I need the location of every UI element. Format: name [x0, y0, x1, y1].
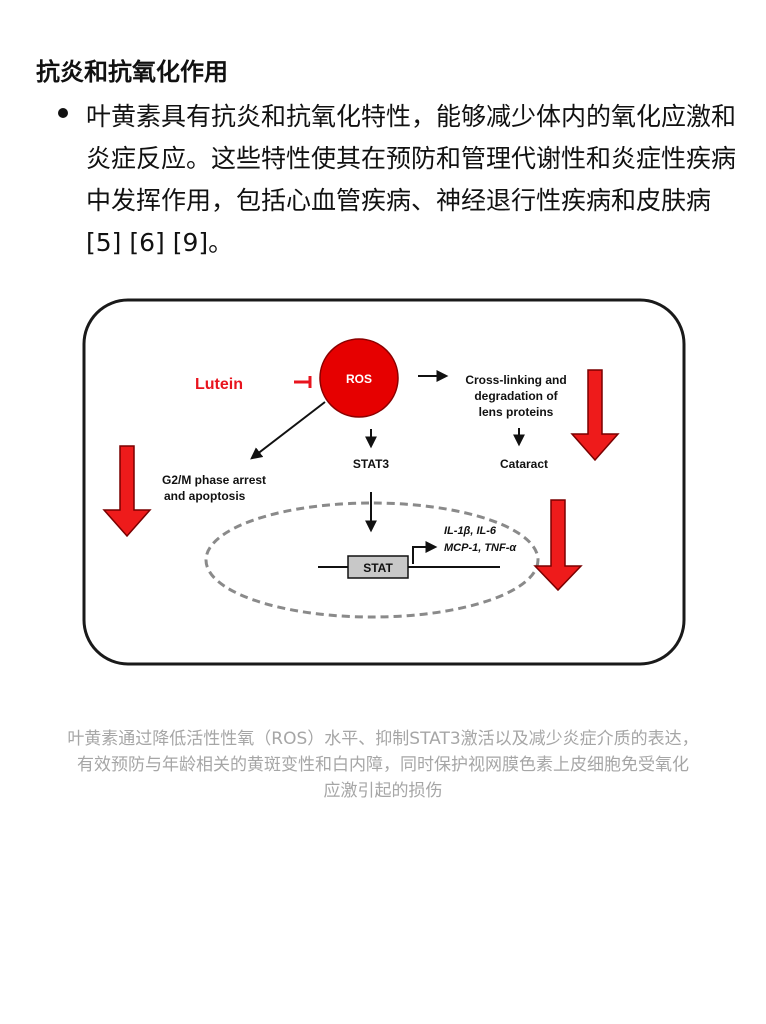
cataract-label: Cataract [500, 457, 548, 471]
figure-caption: 叶黄素通过降低活性性氧（ROS）水平、抑制STAT3激活以及减少炎症介质的表达，… [20, 726, 746, 804]
g2m-line-1: G2/M phase arrest [162, 473, 266, 487]
transcription-arrow-icon [412, 541, 438, 564]
arrow-ros-g2m [250, 401, 326, 460]
section-heading: 抗炎和抗氧化作用 [36, 58, 228, 86]
crosslink-line-3: lens proteins [479, 405, 554, 419]
g2m-line-2: and apoptosis [164, 489, 246, 503]
cytokines-line-1: IL-1β, IL-6 [444, 525, 497, 537]
lutein-pathway-diagram: Lutein ROS Cross-linking and degradation… [82, 298, 686, 666]
stat-box [347, 555, 409, 579]
ros-label: ROS [346, 372, 372, 386]
caption-line-1: 叶黄素通过降低活性性氧（ROS）水平、抑制STAT3激活以及减少炎症介质的表达， [67, 729, 699, 749]
crosslink-line-2: degradation of [474, 389, 558, 403]
stat-label: STAT [363, 561, 393, 575]
bullet-item: 叶黄素具有抗炎和抗氧化特性，能够减少体内的氧化应激和炎症反应。这些特性使其在预防… [58, 96, 750, 264]
ros-circle [319, 338, 399, 418]
inhibit-icon [294, 376, 312, 388]
nucleus-ellipse [204, 501, 540, 619]
caption-line-2: 有效预防与年龄相关的黄斑变性和白内障，同时保护视网膜色素上皮细胞免受氧化 [77, 755, 689, 775]
down-arrow-icon [533, 499, 583, 592]
cytokines-line-2: MCP-1, TNF-α [444, 542, 517, 554]
bullet-dot-icon [58, 108, 68, 118]
stat3-label: STAT3 [353, 457, 390, 471]
down-arrow-icon [102, 445, 152, 538]
crosslink-line-1: Cross-linking and [465, 373, 566, 387]
bullet-text: 叶黄素具有抗炎和抗氧化特性，能够减少体内的氧化应激和炎症反应。这些特性使其在预防… [86, 102, 737, 257]
lutein-label: Lutein [195, 376, 243, 393]
down-arrow-icon [570, 369, 620, 462]
caption-line-3: 应激引起的损伤 [323, 781, 443, 801]
